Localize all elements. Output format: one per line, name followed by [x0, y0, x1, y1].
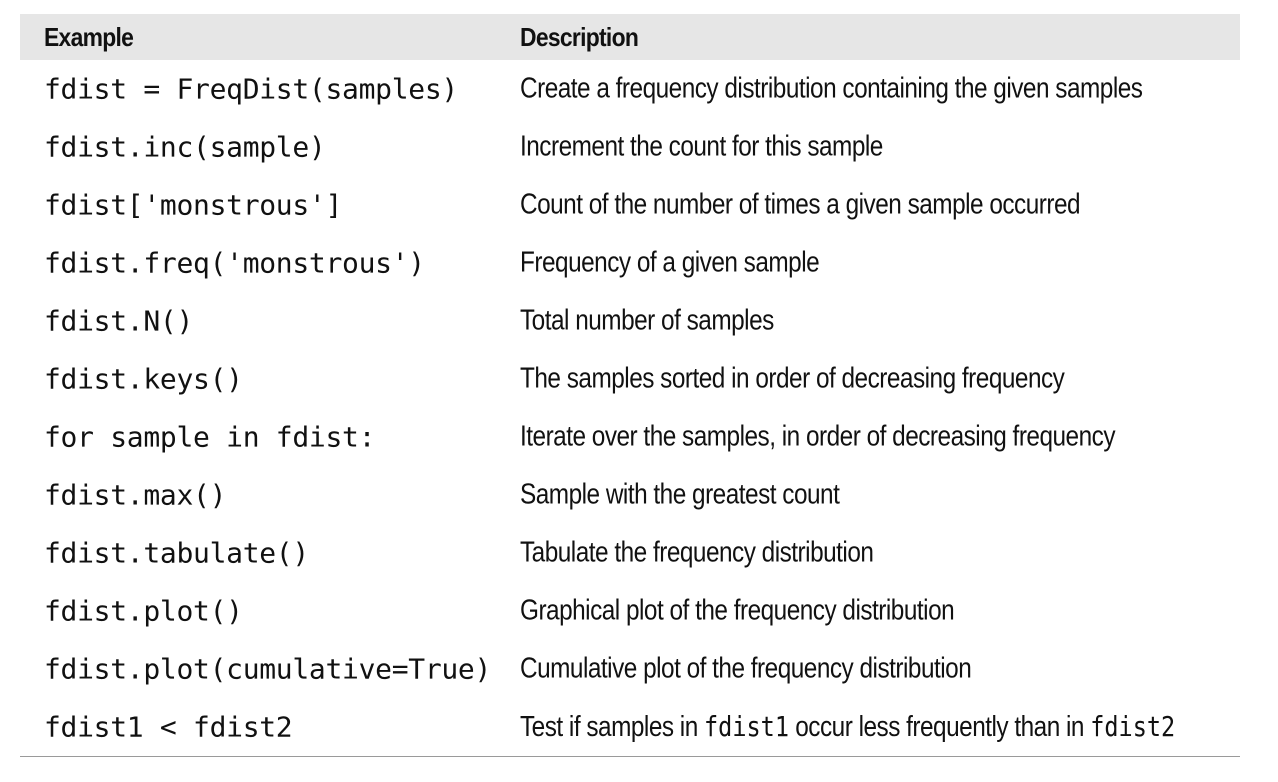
- table-row: fdist = FreqDist(samples) Create a freque…: [20, 60, 1240, 118]
- table-row: fdist1 < fdist2 Test if samples in fdist1…: [20, 698, 1240, 756]
- table-row: fdist.N() Total number of samples: [20, 292, 1240, 350]
- example-code: fdist.plot(cumulative=True): [44, 652, 492, 686]
- description-text: Create a frequency distribution containi…: [520, 72, 1143, 105]
- description-text: Tabulate the frequency distribution: [520, 536, 874, 569]
- example-code: for sample in fdist:: [44, 420, 376, 454]
- description-text: Count of the number of times a given sam…: [520, 188, 1081, 221]
- description-text: Iterate over the samples, in order of de…: [520, 420, 1115, 453]
- description-text: Test if samples in fdist1 occur less fre…: [520, 710, 1175, 744]
- description-text: Increment the count for this sample: [520, 130, 883, 163]
- description-text: Frequency of a given sample: [520, 246, 820, 279]
- header-description: Description: [520, 21, 639, 52]
- table-row: fdist.plot() Graphical plot of the freque…: [20, 582, 1240, 640]
- description-text: Sample with the greatest count: [520, 478, 840, 511]
- example-code: fdist['monstrous']: [44, 188, 343, 222]
- example-code: fdist.freq('monstrous'): [44, 246, 425, 280]
- description-text: The samples sorted in order of decreasin…: [520, 362, 1065, 395]
- example-code: fdist.max(): [44, 478, 227, 512]
- table-body: fdist = FreqDist(samples) Create a freque…: [20, 60, 1240, 756]
- inline-code: fdist2: [1090, 710, 1176, 743]
- table-row: for sample in fdist: Iterate over the sam…: [20, 408, 1240, 466]
- table-row: fdist.tabulate() Tabulate the frequency d…: [20, 524, 1240, 582]
- table-header-row: Example Description: [20, 14, 1240, 60]
- header-example: Example: [44, 21, 134, 52]
- description-text: Total number of samples: [520, 304, 774, 337]
- example-code: fdist.N(): [44, 304, 194, 338]
- table-row: fdist.plot(cumulative=True) Cumulative pl…: [20, 640, 1240, 698]
- example-code: fdist.plot(): [44, 594, 243, 628]
- example-code: fdist = FreqDist(samples): [44, 72, 458, 106]
- table-row: fdist['monstrous'] Count of the number of…: [20, 176, 1240, 234]
- description-fragment: occur less frequently than in: [788, 711, 1091, 743]
- example-code: fdist.inc(sample): [44, 130, 326, 164]
- description-text: Cumulative plot of the frequency distrib…: [520, 652, 972, 685]
- example-code: fdist1 < fdist2: [44, 710, 293, 744]
- inline-code: fdist1: [704, 710, 789, 743]
- table-row: fdist.inc(sample) Increment the count for…: [20, 118, 1240, 176]
- table-row: fdist.keys() The samples sorted in order …: [20, 350, 1240, 408]
- description-text: Graphical plot of the frequency distribu…: [520, 594, 955, 627]
- table-row: fdist.max() Sample with the greatest coun…: [20, 466, 1240, 524]
- example-code: fdist.keys(): [44, 362, 243, 396]
- description-fragment: Test if samples in: [520, 711, 705, 743]
- table-row: fdist.freq('monstrous') Frequency of a gi…: [20, 234, 1240, 292]
- example-code: fdist.tabulate(): [44, 536, 309, 570]
- freqdist-methods-table: Example Description fdist = FreqDist(sam…: [20, 14, 1240, 757]
